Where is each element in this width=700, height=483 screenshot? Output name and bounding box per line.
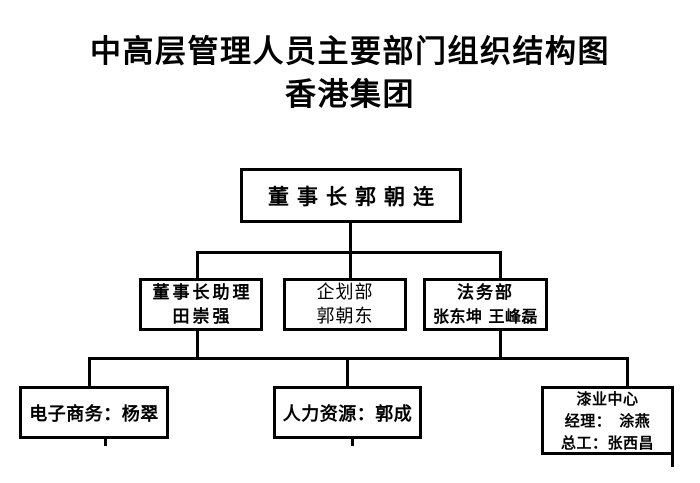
org-box-ecommerce-text: 电子商务：杨翠 bbox=[29, 403, 159, 425]
org-box-assistant: 董事长助理 田崇强 bbox=[139, 278, 263, 331]
connector-stub-paint bbox=[671, 452, 674, 467]
org-box-hr-text: 人力资源：郭成 bbox=[282, 403, 413, 425]
connector-level3-rail bbox=[88, 357, 629, 360]
chart-title-line2: 香港集团 bbox=[285, 77, 415, 113]
connector-rail-to-assistant bbox=[196, 251, 199, 281]
org-box-legal-title: 法务部 bbox=[457, 282, 514, 303]
org-box-paint-manager: 经理： 涂燕 bbox=[564, 411, 651, 430]
chart-title: 中高层管理人员主要部门组织结构图 香港集团 bbox=[0, 31, 700, 117]
connector-legal-down bbox=[499, 330, 502, 360]
org-box-planning-person: 郭朝东 bbox=[316, 305, 374, 327]
org-box-legal: 法务部 张东坤 王峰磊 bbox=[423, 278, 548, 331]
chart-title-line1: 中高层管理人员主要部门组织结构图 bbox=[90, 34, 610, 70]
org-box-chairman: 董事长郭朝连 bbox=[240, 168, 462, 223]
org-box-hr: 人力资源：郭成 bbox=[273, 386, 422, 439]
org-box-chairman-text: 董事长郭朝连 bbox=[268, 184, 442, 209]
org-box-ecommerce: 电子商务：杨翠 bbox=[19, 386, 169, 439]
connector-rail-to-paint bbox=[626, 357, 629, 388]
org-box-assistant-title: 董事长助理 bbox=[152, 282, 253, 303]
org-box-paint-chief-engineer: 总工：张西昌 bbox=[560, 433, 654, 452]
connector-rail-to-hr bbox=[346, 357, 349, 388]
org-box-planning-title: 企划部 bbox=[316, 281, 374, 303]
org-box-assistant-person: 田崇强 bbox=[172, 306, 233, 327]
connector-rail-to-ecommerce bbox=[88, 357, 91, 388]
org-box-planning: 企划部 郭朝东 bbox=[283, 278, 407, 331]
connector-chairman-down bbox=[349, 222, 352, 254]
org-box-paint-title: 漆业中心 bbox=[576, 389, 639, 408]
connector-stub-ecommerce bbox=[104, 437, 107, 446]
org-box-legal-persons: 张东坤 王峰磊 bbox=[432, 306, 539, 326]
connector-rail-to-legal bbox=[499, 251, 502, 281]
connector-rail-to-planning bbox=[349, 251, 352, 281]
org-box-paint: 漆业中心 经理： 涂燕 总工：张西昌 bbox=[541, 386, 674, 455]
connector-stub-hr bbox=[351, 436, 354, 446]
connector-assistant-down bbox=[196, 330, 199, 360]
